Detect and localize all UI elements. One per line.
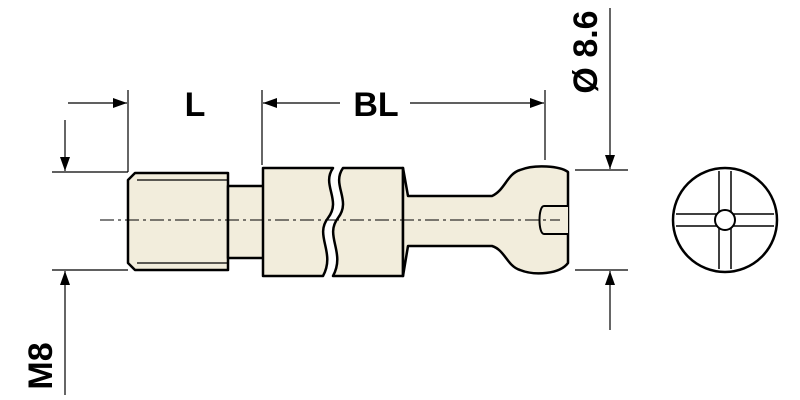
bolt-body-right <box>331 166 405 278</box>
dimension-bl <box>263 90 546 160</box>
dimension-l <box>68 90 263 172</box>
bolt-neck <box>226 184 266 260</box>
bolt-end-view <box>671 166 779 274</box>
threaded-section <box>126 171 230 272</box>
end-view-center-hole <box>714 209 736 231</box>
bolt-shank-and-head <box>401 165 570 278</box>
head-diameter-label: Ø 8.6 <box>567 10 605 93</box>
thread-label: M8 <box>22 342 60 389</box>
dimension-head-diameter <box>575 8 628 330</box>
dimension-m8 <box>52 120 128 395</box>
body-length-label: BL <box>353 86 398 124</box>
bolt-body-left <box>261 166 335 278</box>
length-label: L <box>185 86 206 124</box>
bolt-side-view <box>126 165 570 278</box>
